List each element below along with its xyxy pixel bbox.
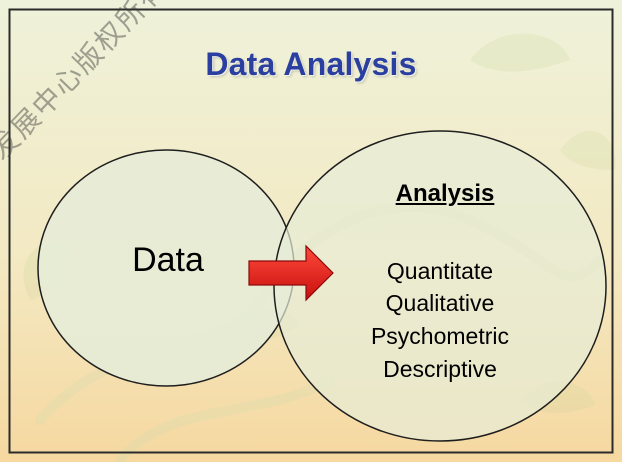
right-arrow-icon xyxy=(248,244,334,302)
analysis-circle xyxy=(273,130,607,442)
analysis-item-descriptive: Descriptive xyxy=(383,356,497,382)
analysis-item-psychometric: Psychometric xyxy=(370,323,510,349)
slide-border xyxy=(8,8,614,454)
analysis-item-quantitate: Quantitate xyxy=(386,258,494,284)
slide-title: Data Analysis xyxy=(205,46,417,82)
data-circle-label: Data xyxy=(132,241,204,279)
analysis-heading: Analysis xyxy=(395,180,495,207)
analysis-item-qualitative: Qualitative xyxy=(385,290,495,316)
